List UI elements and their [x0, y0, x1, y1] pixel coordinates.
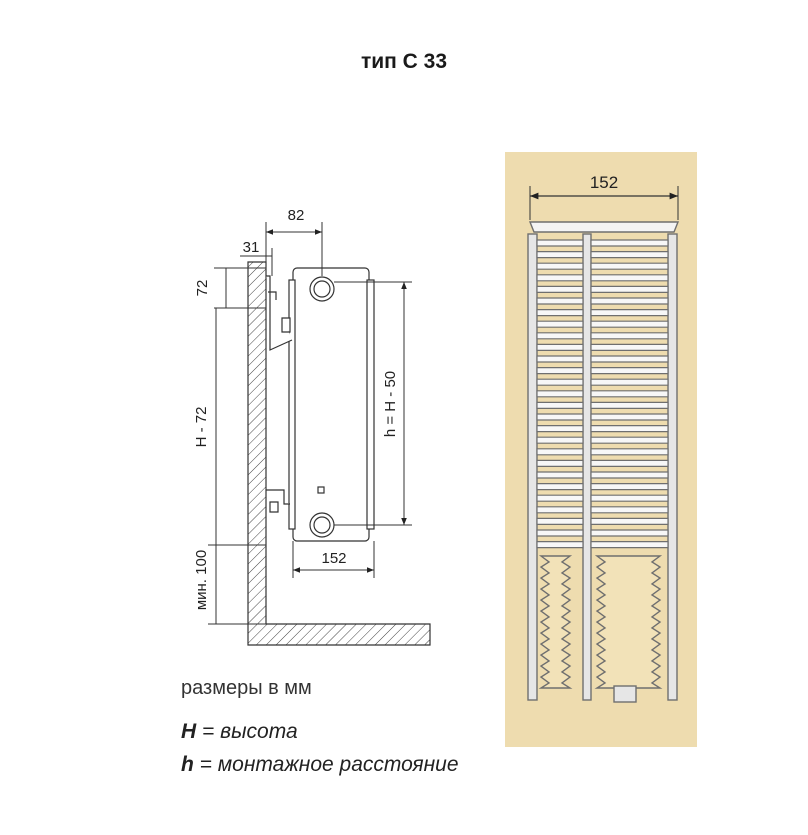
dim-82 — [265, 222, 323, 276]
fin — [536, 448, 584, 456]
fin — [590, 494, 669, 502]
fin — [536, 483, 584, 491]
fin — [536, 401, 584, 409]
dim-mount — [334, 281, 412, 526]
fin — [536, 274, 584, 282]
radiator-body — [292, 267, 370, 542]
fin — [590, 436, 669, 444]
dim-152-bottom-label: 152 — [321, 550, 346, 567]
legend-mount: h = монтажное расстояние — [181, 753, 459, 777]
fin — [590, 262, 669, 270]
fin — [536, 332, 584, 340]
fin — [536, 436, 584, 444]
dim-152-bottom — [292, 541, 375, 578]
fin — [536, 390, 584, 398]
fin — [536, 494, 584, 502]
dim-82-label: 82 — [288, 207, 305, 224]
section-width-label: 152 — [590, 173, 618, 192]
fin — [536, 320, 584, 328]
middle-panel — [582, 233, 592, 701]
fin — [536, 262, 584, 270]
legend-H-symbol: H — [181, 720, 197, 743]
fin — [590, 367, 669, 375]
fin — [590, 529, 669, 537]
dim-72 — [214, 267, 266, 309]
fin — [536, 471, 584, 479]
fin — [590, 297, 669, 305]
dim-min-100-label: мин. 100 — [193, 550, 210, 610]
water-channel — [538, 555, 573, 689]
fin — [590, 425, 669, 433]
fin — [590, 506, 669, 514]
water-channels — [538, 555, 663, 689]
convector-fins — [536, 239, 669, 549]
fin — [590, 483, 669, 491]
fin — [536, 378, 584, 386]
fin — [590, 274, 669, 282]
fin — [590, 378, 669, 386]
fin — [536, 343, 584, 351]
fin — [590, 343, 669, 351]
fin — [590, 390, 669, 398]
fin — [536, 355, 584, 363]
fin — [536, 297, 584, 305]
dim-min-100 — [208, 545, 266, 625]
outer-panel-right — [667, 233, 678, 701]
dim-h-72 — [208, 308, 266, 546]
dim-h-72-label: H - 72 — [193, 407, 210, 448]
bottom-bracket — [266, 489, 290, 513]
fin — [536, 506, 584, 514]
legend-h-text: = монтажное расстояние — [193, 753, 459, 776]
legend-H-text: = высота — [196, 720, 298, 743]
legend-h-symbol: h — [181, 753, 194, 776]
fin — [590, 332, 669, 340]
fin — [536, 425, 584, 433]
fin — [590, 517, 669, 525]
units-note: размеры в мм — [181, 677, 312, 699]
top-bracket — [266, 275, 293, 351]
diagram-title: тип C 33 — [360, 50, 448, 73]
fin — [536, 459, 584, 467]
fin — [536, 309, 584, 317]
fin — [590, 239, 669, 247]
fin — [536, 251, 584, 259]
dim-mount-label: h = H - 50 — [382, 371, 399, 437]
fin — [590, 448, 669, 456]
fin — [590, 285, 669, 293]
fin — [590, 251, 669, 259]
fin — [536, 517, 584, 525]
fin — [590, 471, 669, 479]
fin — [590, 413, 669, 421]
fin — [590, 320, 669, 328]
bottom-connector — [613, 685, 637, 703]
fin — [536, 541, 584, 549]
side-view — [247, 261, 431, 646]
fin — [590, 459, 669, 467]
water-channel — [594, 555, 663, 689]
fin — [590, 541, 669, 549]
outer-panel-left — [527, 233, 538, 701]
fin — [590, 309, 669, 317]
dim-31 — [240, 248, 273, 276]
dim-31-label: 31 — [243, 239, 260, 256]
fin — [590, 355, 669, 363]
dim-72-label: 72 — [194, 280, 211, 297]
legend-height: H = высота — [181, 720, 298, 744]
fin — [536, 367, 584, 375]
fin — [536, 239, 584, 247]
fin — [536, 529, 584, 537]
fin — [536, 285, 584, 293]
fin — [536, 413, 584, 421]
section-view: 152 — [505, 152, 697, 747]
fin — [590, 401, 669, 409]
